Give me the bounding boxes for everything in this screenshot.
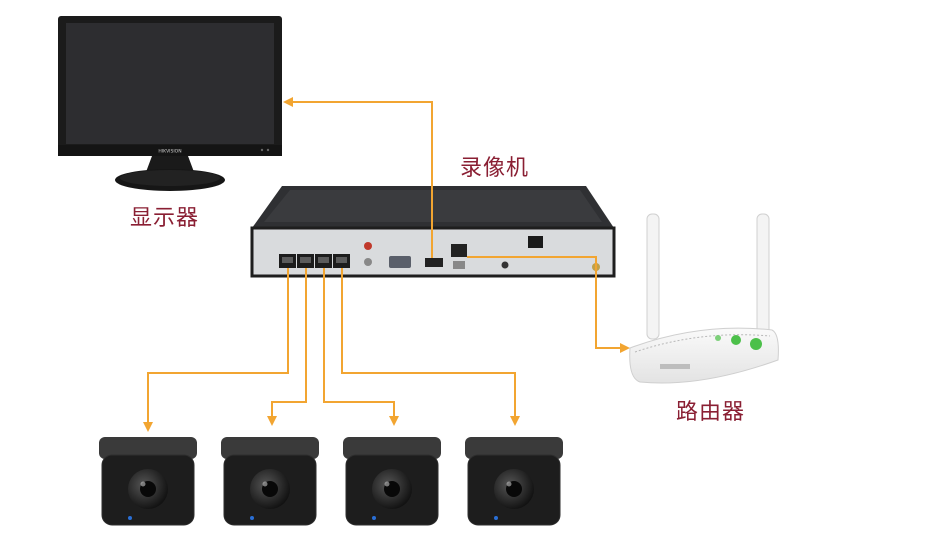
connector-lan-router [467,256,630,353]
connector-camera-1 [143,268,289,432]
connector-camera-4 [341,268,520,426]
camera-icon [343,437,441,526]
nvr-label: 录像机 [460,156,530,181]
router-label: 路由器 [676,400,746,425]
router-icon [629,213,779,384]
connector-hdmi-monitor [283,97,433,258]
camera-icon [99,437,197,526]
connector-camera-2 [267,268,307,426]
monitor-icon: HIKVISION [58,16,282,191]
connectors [143,97,630,432]
nvr-poe-ports [279,254,350,268]
connector-camera-3 [323,268,399,426]
monitor-label: 显示器 [130,206,200,231]
camera-icon [221,437,319,526]
monitor-logo: HIKVISION [158,149,181,155]
camera-icon [465,437,563,526]
